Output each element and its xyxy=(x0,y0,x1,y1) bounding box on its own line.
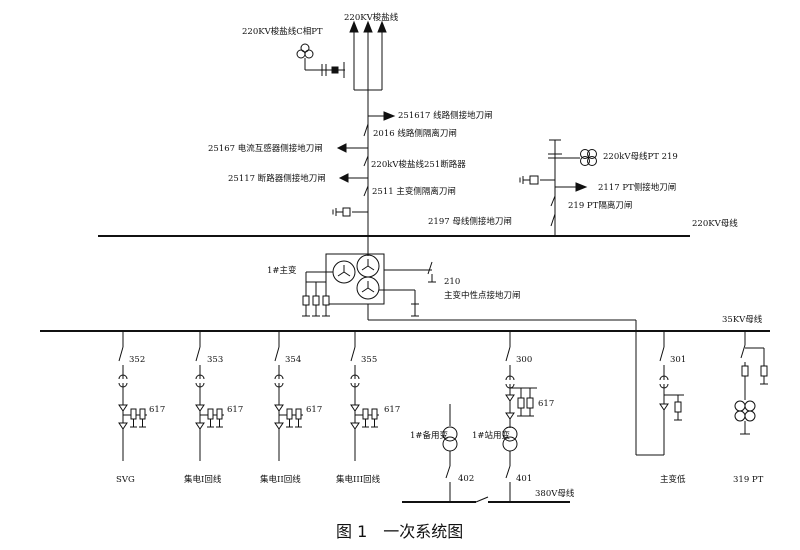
switch-402-label: 402 xyxy=(458,474,474,484)
feeder-300 xyxy=(502,331,537,502)
switch-2197-label: 2197 母线侧接地刀闸 xyxy=(428,216,512,227)
bus-220kv-label: 220KV母线 xyxy=(692,218,738,229)
pt-bay-319 xyxy=(734,331,768,435)
pt-219-label: 220kV母线PT 219 xyxy=(603,151,678,162)
line-220kv-label: 220KV梭盐线 xyxy=(344,12,399,23)
breaker-251-label: 220kV梭盐线251断路器 xyxy=(371,159,466,170)
feeder-3-name: 集电III回线 xyxy=(336,474,381,485)
ground-617-c: 617 xyxy=(306,405,322,415)
feeder-355-label: 355 xyxy=(361,355,377,365)
neutral-switch-label: 主变中性点接地刀闸 xyxy=(444,290,521,301)
bus-380v-label: 380V母线 xyxy=(535,488,575,499)
main-tx-low-bay xyxy=(635,331,684,456)
figure-caption: 图 1 一次系统图 xyxy=(336,522,463,541)
feeder-2-name: 集电II回线 xyxy=(260,474,301,485)
main-transformer-label: 1#主变 xyxy=(267,265,297,276)
standby-transformer xyxy=(442,404,458,502)
isolator-2511-label: 2511 主变侧隔离刀闸 xyxy=(372,186,456,197)
pt-c-label: 220KV梭盐线C相PT xyxy=(242,26,323,37)
line-pt-c-phase xyxy=(296,43,345,78)
main-tx-low-name: 主变低 xyxy=(660,474,686,485)
switch-2117-label: 2117 PT侧接地刀闸 xyxy=(598,182,676,193)
feeder-354-label: 354 xyxy=(285,355,301,365)
line-bay-220kv xyxy=(349,20,387,236)
switch-25117-label: 25117 断路器侧接地刀闸 xyxy=(228,173,326,184)
switch-251617 xyxy=(368,111,396,121)
ground-switch-line-bay xyxy=(332,207,368,217)
feeder-352 xyxy=(118,330,148,462)
bus-380v xyxy=(402,496,570,503)
feeder-300-label: 300 xyxy=(516,355,532,365)
feeder-352-label: 352 xyxy=(129,355,145,365)
station-transformer-label: 1#站用变 xyxy=(472,430,511,441)
switch-25167-label: 25167 电流互感器侧接地刀闸 xyxy=(208,143,323,154)
pt-319-name: 319 PT xyxy=(733,475,764,485)
isolator-2016-label: 2016 线路侧隔离刀闸 xyxy=(373,128,457,139)
standby-transformer-label: 1#备用变 xyxy=(410,430,449,441)
isolator-2511 xyxy=(363,185,369,197)
switch-25167 xyxy=(336,143,368,153)
switch-401-label: 401 xyxy=(516,474,532,484)
feeder-1-name: 集电I回线 xyxy=(184,474,222,485)
ground-617-d: 617 xyxy=(384,405,400,415)
feeder-301-label: 301 xyxy=(670,355,686,365)
bus-35kv-label: 35KV母线 xyxy=(722,314,763,325)
ground-617-b: 617 xyxy=(227,405,243,415)
feeder-355 xyxy=(350,330,380,462)
ground-617-e: 617 xyxy=(538,399,554,409)
switch-210-label: 210 xyxy=(444,277,460,287)
ground-617-a: 617 xyxy=(149,405,165,415)
main-transformer xyxy=(302,236,637,331)
feeder-svg-name: SVG xyxy=(116,475,135,485)
feeder-353-label: 353 xyxy=(207,355,223,365)
switch-25117 xyxy=(338,173,368,183)
feeder-353 xyxy=(195,330,225,462)
isolator-2016 xyxy=(363,123,369,137)
feeder-354 xyxy=(274,330,304,462)
pt-bay-219 xyxy=(519,139,597,236)
switch-251617-label: 251617 线路侧接地刀闸 xyxy=(398,110,493,121)
isolator-219-label: 219 PT隔离刀闸 xyxy=(568,200,632,211)
breaker-251 xyxy=(363,155,369,167)
